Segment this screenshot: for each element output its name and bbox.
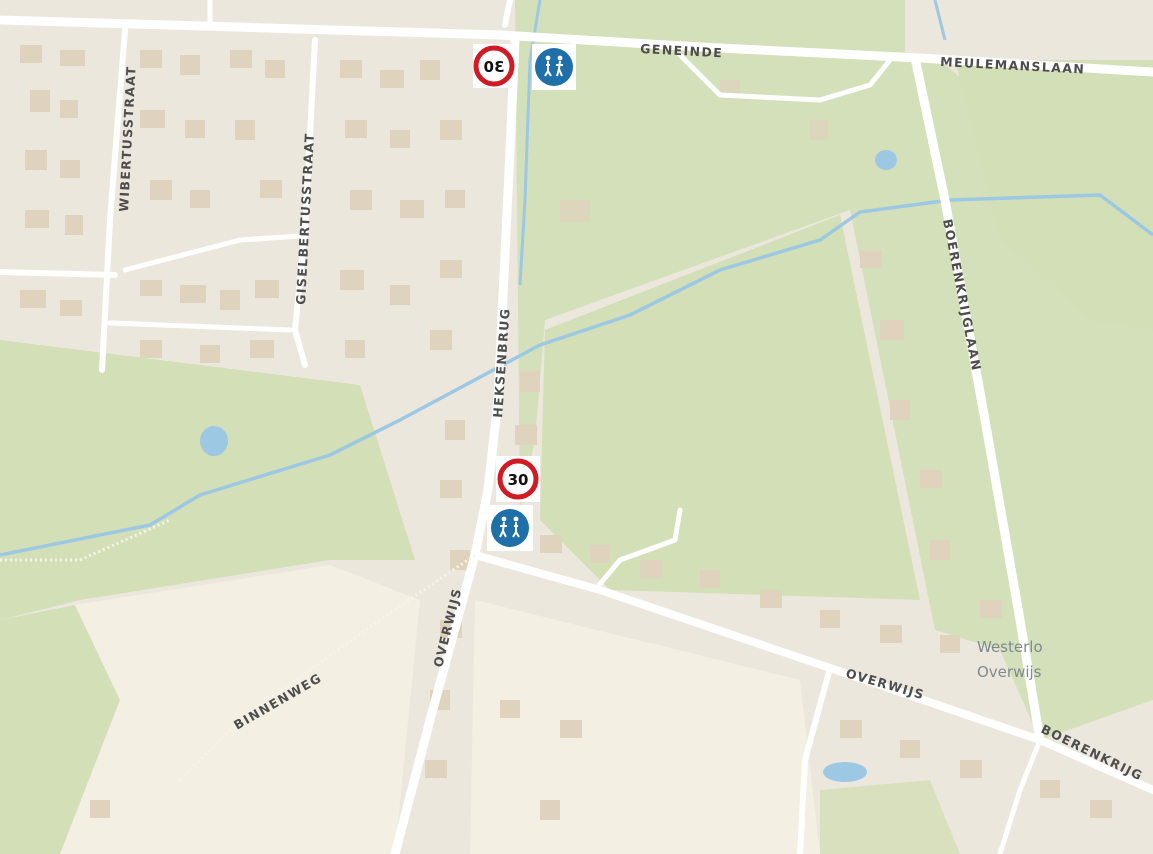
place-label-line1: Westerlo (977, 638, 1043, 656)
ditch (933, 0, 947, 41)
speed-limit-sign-top[interactable]: 30 (473, 44, 515, 88)
cyclist-pedestrian-icon (499, 516, 520, 538)
speed-limit-sign-bottom[interactable]: 30 (496, 456, 540, 502)
cyclist-pedestrian-icon (544, 55, 563, 77)
buildings (20, 45, 1112, 820)
street-label-geneinde: GENEINDE (640, 41, 724, 60)
pond-north (875, 150, 897, 170)
place-label-line2: Overwijs (977, 663, 1042, 681)
shared-path-sign-bottom[interactable] (487, 505, 533, 551)
canal (518, 0, 542, 286)
speed-limit-value-bottom: 30 (508, 471, 529, 489)
water (0, 0, 1153, 782)
pond-west (200, 426, 228, 456)
light-field (60, 565, 820, 854)
shared-path-sign-top[interactable] (532, 44, 576, 90)
stream (0, 193, 1153, 557)
pond-south (823, 762, 867, 782)
footpaths (0, 518, 476, 782)
speed-limit-value-top: 30 (484, 58, 505, 76)
